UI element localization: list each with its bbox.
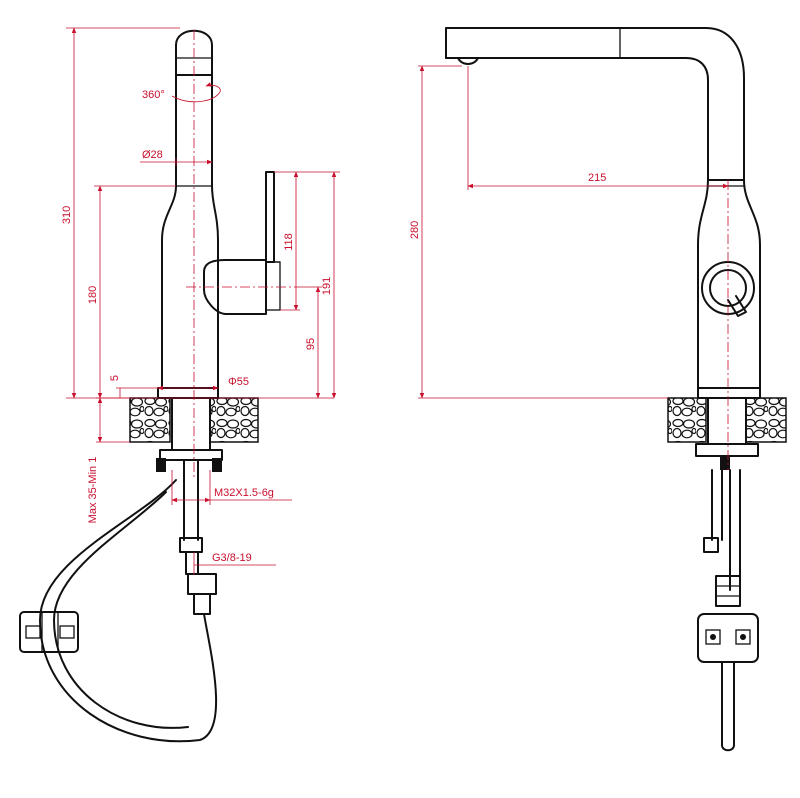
dim-base-diameter: Φ55 <box>228 376 249 388</box>
dim-spout-clearance: 280 <box>409 221 421 239</box>
dim-rotation: 360° <box>142 89 165 101</box>
countertop-front-left <box>667 397 707 443</box>
front-inlet-connector <box>715 575 741 607</box>
dim-spout-diameter: Ø28 <box>142 149 163 161</box>
dim-deck-thickness: Max 35-Min 1 <box>87 457 99 524</box>
front-view: 280 215 <box>409 27 787 752</box>
mounting-bolt-left <box>156 458 166 472</box>
dim-base-gap: 5 <box>109 375 121 381</box>
countertop-left <box>129 397 171 443</box>
hose-weight <box>19 611 79 653</box>
dim-handle-top-height: 191 <box>321 277 333 295</box>
front-shank <box>707 397 747 445</box>
inlet-connector <box>187 573 217 595</box>
front-body <box>697 179 761 389</box>
side-view: 310 180 360° Ø28 118 191 95 5 Φ55 <box>19 27 340 743</box>
pull-out-hose <box>39 479 218 743</box>
countertop-front-right <box>745 397 787 443</box>
spray-head <box>445 57 479 65</box>
spout-arm <box>445 27 745 181</box>
base-ring <box>157 387 219 399</box>
handle-lever-front <box>727 295 747 317</box>
front-mounting-nut <box>695 443 759 457</box>
dim-total-height: 310 <box>61 206 73 224</box>
handle-lever <box>265 171 275 263</box>
dim-spout-reach: 215 <box>588 172 606 184</box>
dim-thread: M32X1.5-6g <box>214 487 274 499</box>
front-hose-weight <box>697 613 759 663</box>
countertop-right <box>209 397 259 443</box>
front-hose <box>721 661 735 752</box>
shank <box>171 397 211 451</box>
mounting-bolt-right <box>212 458 222 472</box>
dim-inlet-thread: G3/8-19 <box>212 552 252 564</box>
front-base-ring <box>697 387 761 399</box>
mounting-nut <box>159 449 223 461</box>
front-bolt <box>720 456 730 470</box>
dim-handle-axis-height: 95 <box>305 338 317 350</box>
dim-handle-length: 118 <box>283 233 295 251</box>
dim-body-height: 180 <box>87 286 99 304</box>
handle-cartridge <box>203 259 267 315</box>
